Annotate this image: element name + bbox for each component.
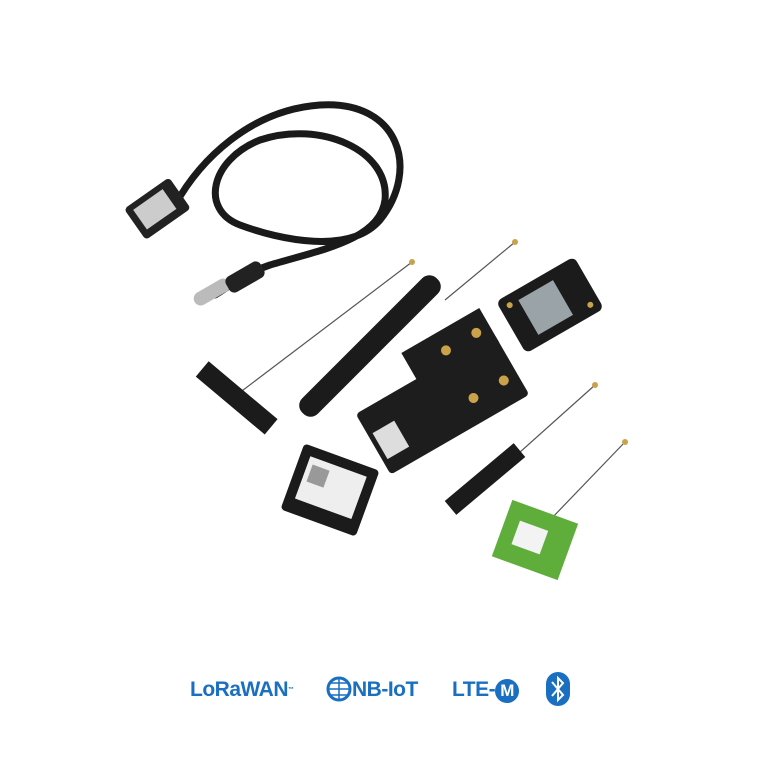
bluetooth-icon xyxy=(546,672,570,706)
core-module xyxy=(281,444,379,536)
lorawan-text: LoRaWAN xyxy=(190,678,289,701)
base-board xyxy=(357,308,528,474)
sensor-board xyxy=(498,258,602,352)
pcb-antenna xyxy=(299,239,518,417)
ltem-m-badge: M xyxy=(495,679,520,703)
globe-icon xyxy=(326,676,352,702)
nbiot-logo: NB-IoT xyxy=(326,672,418,708)
lorawan-logo: LoRaWAN™ xyxy=(190,678,294,701)
usb-cable xyxy=(125,101,404,306)
protocol-logos: LoRaWAN™ NB-IoT LTE-M xyxy=(190,672,580,712)
gps-patch-antenna xyxy=(491,439,628,581)
bluetooth-logo xyxy=(546,672,570,712)
nbiot-text: NB-IoT xyxy=(352,678,418,701)
ltem-text: LTE- xyxy=(452,678,496,701)
ltem-logo: LTE-M xyxy=(452,672,520,708)
ipex-antenna xyxy=(444,382,598,515)
fpc-antenna-thin xyxy=(195,259,415,435)
